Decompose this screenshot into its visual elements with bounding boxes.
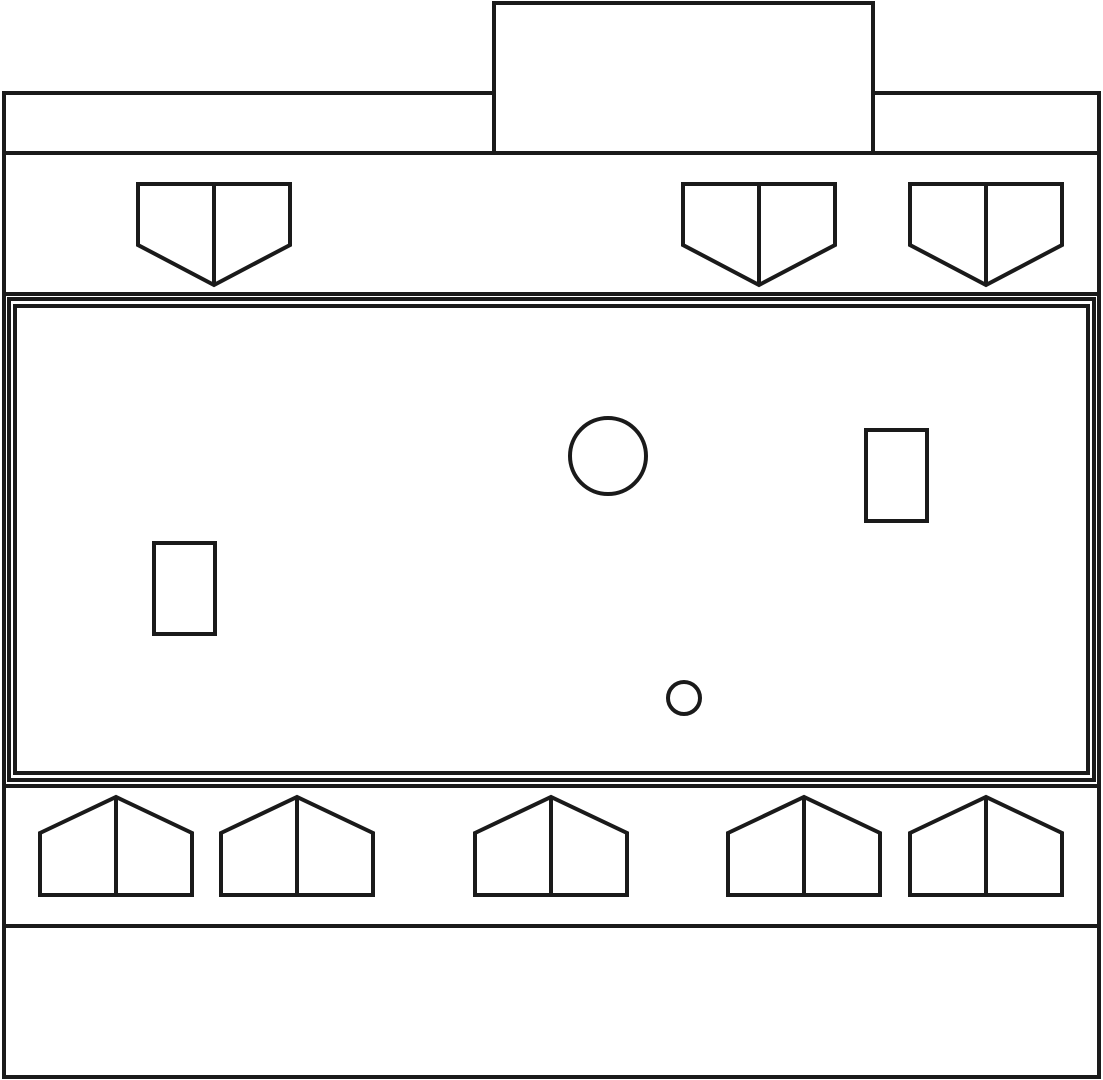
small-circle: [666, 680, 702, 716]
rectangle-right: [864, 428, 929, 523]
top-window-3: [908, 182, 1064, 288]
top-window-frame: [136, 182, 292, 288]
bottom-window-frame: [473, 794, 629, 897]
bottom-window-frame: [219, 794, 375, 897]
central-panel-inner: [13, 304, 1090, 775]
bottom-window-frame: [908, 794, 1064, 897]
bottom-window-3: [473, 794, 629, 897]
top-window-frame: [681, 182, 837, 288]
bottom-window-frame: [726, 794, 882, 897]
rectangle-left: [152, 541, 217, 636]
top-window-1: [136, 182, 292, 288]
central-panel-outer: [7, 297, 1096, 782]
top-tower-block: [492, 1, 875, 155]
bottom-window-2: [219, 794, 375, 897]
top-window-2: [681, 182, 837, 288]
top-window-frame: [908, 182, 1064, 288]
bottom-window-4: [726, 794, 882, 897]
bottom-window-1: [38, 794, 194, 897]
bottom-window-5: [908, 794, 1064, 897]
large-circle: [568, 416, 648, 496]
bottom-window-frame: [38, 794, 194, 897]
roof-strip-left: [2, 91, 1101, 1079]
